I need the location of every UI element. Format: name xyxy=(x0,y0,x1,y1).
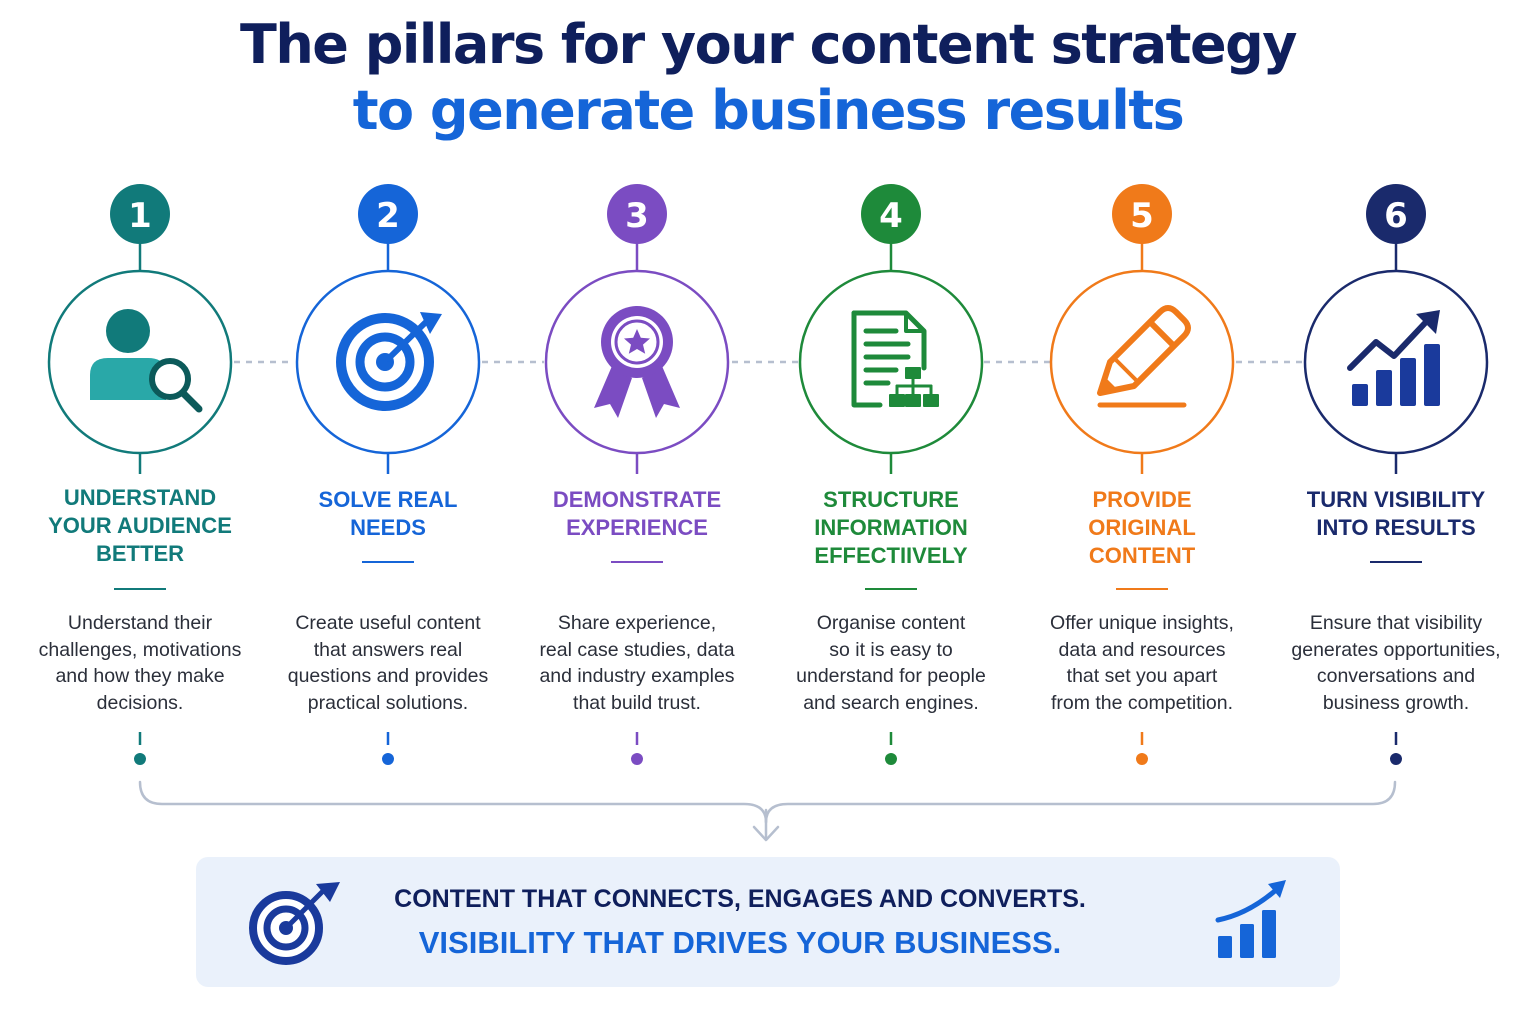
step-badge-1 xyxy=(110,184,170,244)
heading-underline xyxy=(114,588,166,590)
target-icon xyxy=(336,312,442,411)
award-badge-icon xyxy=(594,306,680,418)
banner-line-1: CONTENT THAT CONNECTS, ENGAGES AND CONVE… xyxy=(394,885,1086,913)
step-number-6: 6 xyxy=(1384,196,1408,236)
pillar-circle-5 xyxy=(1049,269,1235,455)
pillar-heading: STRUCTURE INFORMATION EFFECTIIVELY xyxy=(814,487,968,568)
pillar-description: Create useful content that answers real … xyxy=(287,612,489,714)
title-line-2: to generate business results xyxy=(352,79,1185,142)
growth-chart-icon xyxy=(1347,310,1440,406)
step-number-4: 4 xyxy=(879,196,903,236)
pillar-heading: SOLVE REAL NEEDS xyxy=(318,487,458,540)
bottom-bracket xyxy=(138,780,1397,842)
user-search-icon xyxy=(90,309,203,413)
heading-underline xyxy=(865,588,917,590)
pillar-heading: UNDERSTAND YOUR AUDIENCE BETTER xyxy=(48,485,232,566)
step-badge-5 xyxy=(1112,184,1172,244)
pillar-circle-3 xyxy=(544,269,730,455)
pillar-circle-1 xyxy=(47,269,233,455)
step-number-3: 3 xyxy=(625,196,649,236)
step-number-5: 5 xyxy=(1130,196,1154,236)
step-badge-4 xyxy=(861,184,921,244)
heading-underline xyxy=(1370,561,1422,563)
pillar-description: Share experience, real case studies, dat… xyxy=(539,612,735,714)
step-number-2: 2 xyxy=(376,196,400,236)
pillar-heading: TURN VISIBILITY INTO RESULTS xyxy=(1306,487,1486,540)
pillar-description: Organise content so it is easy to unders… xyxy=(796,612,986,714)
pillar-description: Offer unique insights, data and resource… xyxy=(1050,612,1234,714)
document-structure-icon xyxy=(851,310,939,408)
heading-underline xyxy=(1116,588,1168,590)
step-badge-6 xyxy=(1366,184,1426,244)
pillar-circle-6 xyxy=(1303,269,1489,455)
summary-banner: CONTENT THAT CONNECTS, ENGAGES AND CONVE… xyxy=(196,857,1340,987)
pillar-heading: DEMONSTRATE EXPERIENCE xyxy=(552,487,722,540)
pillar-circle-4 xyxy=(798,269,984,455)
page-title: The pillars for your content strategy to… xyxy=(0,12,1536,144)
pillar-description: Ensure that visibility generates opportu… xyxy=(1291,612,1501,714)
banner-line-2: VISIBILITY THAT DRIVES YOUR BUSINESS. xyxy=(418,925,1062,960)
title-line-1: The pillars for your content strategy xyxy=(240,13,1297,76)
step-badge-2 xyxy=(358,184,418,244)
heading-underline xyxy=(362,561,414,563)
pencil-icon xyxy=(1097,305,1191,408)
pillar-description: Understand their challenges, motivations… xyxy=(38,612,242,714)
heading-underline xyxy=(611,561,663,563)
pillar-circle-2 xyxy=(295,269,481,455)
step-number-1: 1 xyxy=(128,196,152,236)
step-badge-3 xyxy=(607,184,667,244)
pillar-heading: PROVIDE ORIGINAL CONTENT xyxy=(1088,487,1196,568)
